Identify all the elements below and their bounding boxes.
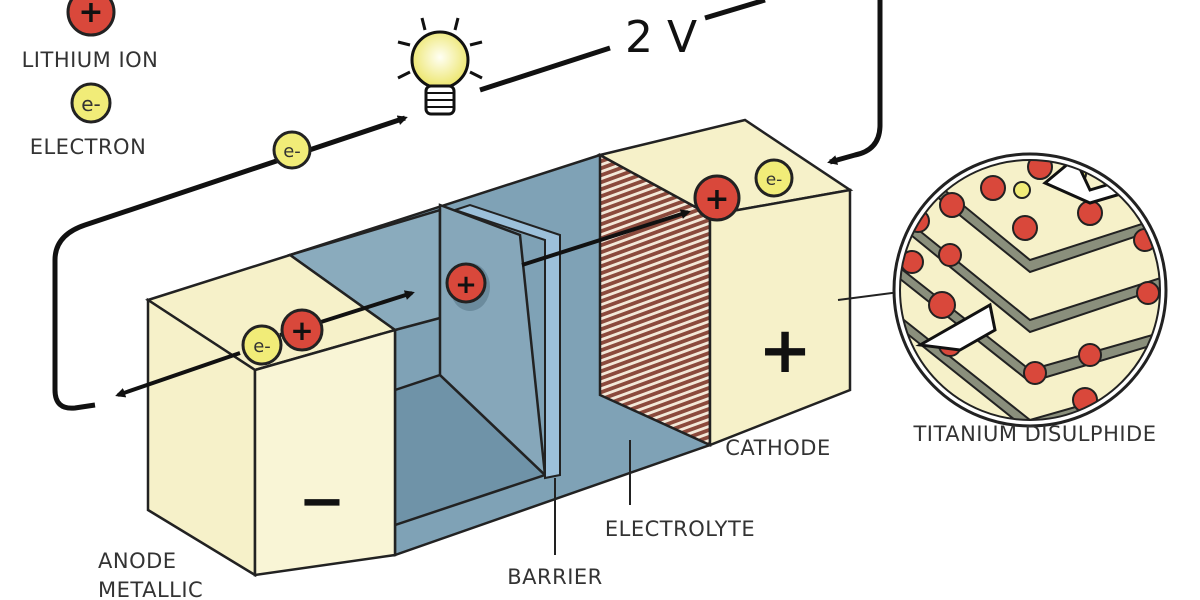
cathode-positive-sign: + [758, 314, 812, 388]
anode-type-label: METALLIC [98, 578, 203, 600]
circuit-wire [52, 0, 883, 411]
svg-text:e-: e- [81, 92, 101, 116]
titanium-disulphide-label: TITANIUM DISULPHIDE [912, 422, 1156, 446]
svg-text:e-: e- [283, 141, 301, 162]
svg-text:+: + [455, 270, 477, 300]
anode-label: ANODE [98, 549, 177, 573]
electron-icon: e- [241, 324, 283, 366]
legend-electron-label: ELECTRON [30, 135, 147, 159]
anode-negative-sign: − [299, 469, 346, 534]
light-bulb-icon [397, 17, 483, 116]
lithium-ion-icon: + [280, 308, 324, 352]
lithium-ion-icon: + [693, 174, 741, 222]
barrier-label: BARRIER [507, 565, 603, 589]
svg-text:e-: e- [766, 170, 783, 190]
electron-icon: e- [754, 158, 794, 198]
electrolyte-label: ELECTROLYTE [605, 517, 755, 541]
lithium-ion-icon: + [445, 262, 490, 311]
barrier [451, 203, 561, 480]
electron-icon: e- [272, 130, 312, 170]
voltage-label: 2 V [625, 12, 697, 63]
svg-text:e-: e- [253, 336, 271, 357]
legend-electron-icon: e- [70, 82, 112, 124]
svg-text:+: + [704, 182, 729, 217]
legend-lithium-ion-icon: + [66, 0, 116, 37]
anode [145, 253, 398, 578]
svg-text:+: + [290, 314, 313, 347]
cathode [596, 118, 854, 447]
legend-lithium-ion-label: LITHIUM ION [22, 48, 159, 72]
svg-text:+: + [78, 0, 103, 30]
legend: + LITHIUM ION e- ELECTRON [22, 0, 159, 159]
magnifier-pointer [837, 291, 901, 301]
cathode-label: CATHODE [725, 436, 831, 460]
titanium-disulphide-magnifier [892, 152, 1168, 428]
